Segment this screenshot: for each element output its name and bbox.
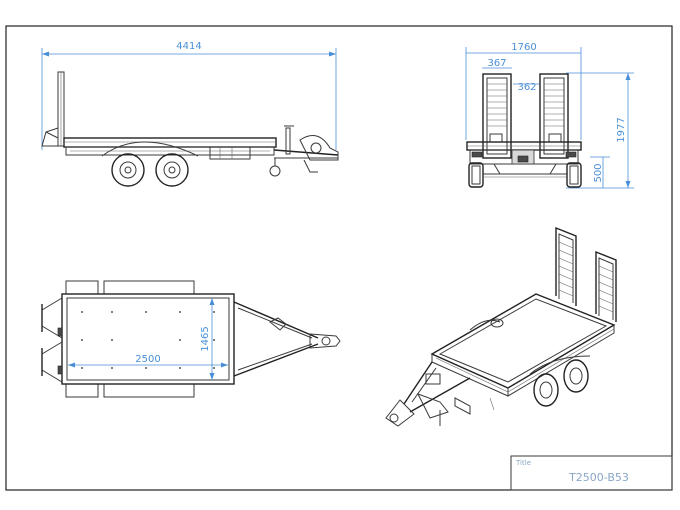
- rear-view: 1760 367 362 1977 500: [465, 42, 634, 189]
- dim-deck-height: 500: [593, 163, 604, 182]
- ramp-left: [482, 73, 512, 159]
- dim-overall-height: 1977: [616, 117, 627, 142]
- isometric-view: [385, 226, 617, 427]
- side-view: 4414: [41, 41, 339, 187]
- rear-wheel-right: [566, 162, 582, 188]
- dim-deck-width: 1465: [200, 326, 211, 351]
- ramp-right: [539, 73, 569, 159]
- top-view: 2500 1465: [41, 280, 341, 398]
- iso-ramp-left: [555, 226, 577, 306]
- dim-deck-length: 2500: [135, 354, 160, 365]
- iso-ramp-right: [595, 250, 617, 322]
- dim-overall-width: 1760: [511, 42, 536, 53]
- rear-wheel-left: [468, 162, 484, 188]
- wheel-front: [111, 153, 145, 187]
- deck-outline: [61, 293, 235, 385]
- sheet-border: [5, 25, 673, 491]
- title-block: Title T2500-B53: [510, 455, 673, 491]
- title-block-label: Title: [515, 459, 531, 467]
- dim-ramp-width: 367: [487, 58, 506, 69]
- iso-wheel-rear: [563, 359, 589, 393]
- dim-overall-length: 4414: [176, 41, 201, 52]
- wheel-rear: [155, 153, 189, 187]
- iso-wheel-front: [533, 373, 559, 407]
- dim-ramp-gap: 362: [517, 82, 536, 93]
- drawing-number: T2500-B53: [568, 471, 629, 484]
